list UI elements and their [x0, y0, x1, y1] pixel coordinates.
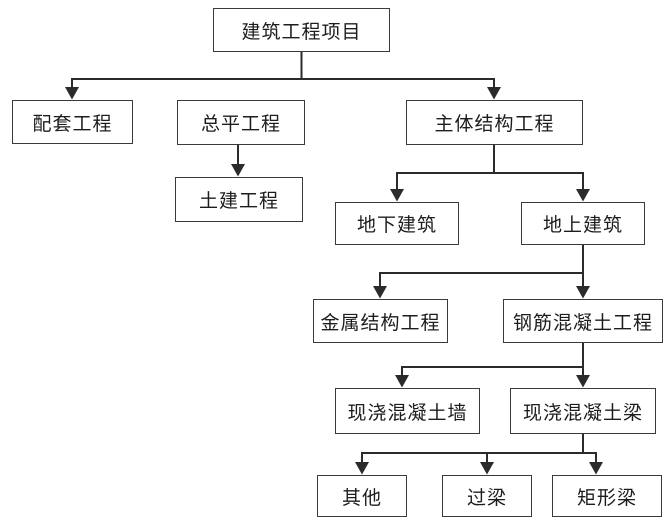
node-lintel: 过梁: [442, 475, 532, 517]
node-reinforced-concrete-works: 钢筋混凝土工程: [503, 299, 663, 343]
edge-zongping-to-tujian: [231, 144, 245, 177]
node-construction-project: 建筑工程项目: [213, 8, 390, 52]
node-cast-in-place-concrete-wall: 现浇混凝土墙: [335, 388, 480, 434]
node-other: 其他: [317, 475, 407, 517]
edge-liang-to-children: [355, 433, 603, 475]
node-supporting-works: 配套工程: [12, 100, 133, 144]
edge-root-to-row2: [65, 51, 501, 100]
node-aboveground-building: 地上建筑: [521, 202, 645, 245]
node-underground-building: 地下建筑: [335, 202, 459, 245]
node-cast-in-place-concrete-beam: 现浇混凝土梁: [510, 388, 656, 434]
edge-dishang-to-children: [373, 244, 590, 299]
node-main-structure-works: 主体结构工程: [406, 100, 583, 145]
edge-gangjin-to-children: [395, 342, 590, 388]
node-rectangular-beam: 矩形梁: [552, 475, 662, 517]
node-civil-works: 土建工程: [175, 177, 303, 222]
edge-zhuti-to-children: [390, 144, 590, 202]
node-metal-structure-works: 金属结构工程: [313, 299, 448, 343]
node-general-plan-works: 总平工程: [177, 100, 305, 145]
